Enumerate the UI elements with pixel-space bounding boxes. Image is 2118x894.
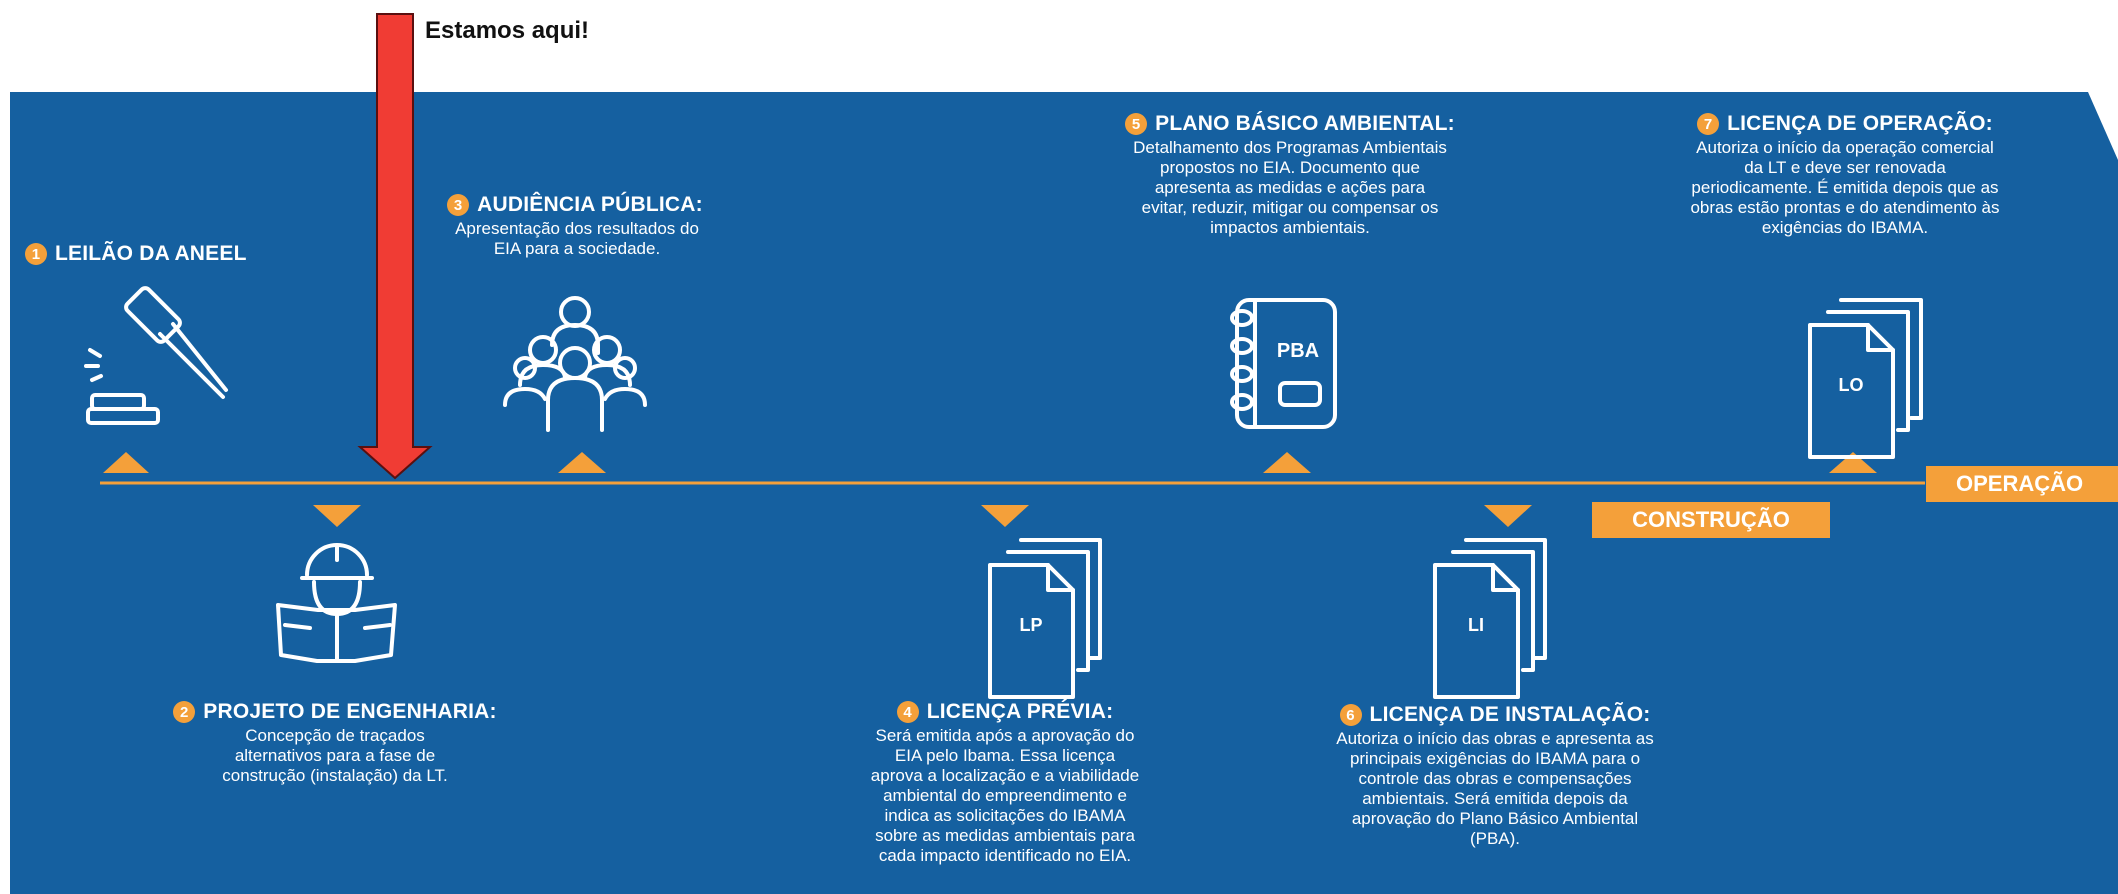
engineer-icon — [276, 543, 397, 663]
step-7-title: 7 LICENÇA DE OPERAÇÃO: — [1680, 112, 2010, 136]
step-1-number: 1 — [25, 243, 47, 265]
pba-icon-label: PBA — [1276, 340, 1320, 362]
step-3: 3 AUDIÊNCIA PÚBLICA: Apresentação dos re… — [430, 193, 720, 259]
you-are-here-label: Estamos aqui! — [425, 17, 590, 44]
step-4-title-text: LICENÇA PRÉVIA: — [926, 700, 1114, 723]
step-6-description: Autoriza o início das obras e apresenta … — [1336, 729, 1654, 848]
operation-phase-label: OPERAÇÃO — [1926, 466, 2118, 502]
step-5-number: 5 — [1125, 113, 1148, 135]
step-6-title-text: LICENÇA DE INSTALAÇÃO: — [1369, 703, 1651, 726]
step-1-title: 1 LEILÃO DA ANEEL — [25, 242, 265, 266]
step-2: 2 PROJETO DE ENGENHARIA: Concepção de tr… — [150, 700, 520, 786]
lp-icon-label: LP — [1019, 615, 1043, 635]
lp-document-icon — [988, 538, 1102, 699]
step-5-title-text: PLANO BÁSICO AMBIENTAL: — [1155, 112, 1455, 135]
lo-document-icon — [1808, 298, 1923, 459]
step-4: 4 LICENÇA PRÉVIA: Será emitida após a ap… — [870, 700, 1140, 866]
step-6-number: 6 — [1339, 704, 1362, 726]
step-6-title: 6 LICENÇA DE INSTALAÇÃO: — [1315, 703, 1675, 727]
audience-icon — [503, 296, 647, 432]
step-2-number: 2 — [173, 701, 196, 723]
marker-step-1 — [103, 452, 149, 473]
step-3-title: 3 AUDIÊNCIA PÚBLICA: — [430, 193, 720, 217]
pba-notebook-icon — [1230, 298, 1337, 429]
step-7-description: Autoriza o início da operação comercial … — [1690, 138, 2000, 237]
step-4-description: Será emitida após a aprovação do EIA pel… — [870, 726, 1140, 865]
li-icon-label: LI — [1468, 615, 1484, 635]
step-6: 6 LICENÇA DE INSTALAÇÃO: Autoriza o iníc… — [1315, 703, 1675, 849]
step-7-title-text: LICENÇA DE OPERAÇÃO: — [1727, 112, 1993, 135]
marker-step-5 — [1263, 452, 1311, 473]
step-5-title: 5 PLANO BÁSICO AMBIENTAL: — [1120, 112, 1460, 136]
step-3-title-text: AUDIÊNCIA PÚBLICA: — [477, 193, 703, 216]
step-7-number: 7 — [1697, 113, 1720, 135]
step-1-title-text: LEILÃO DA ANEEL — [55, 242, 247, 265]
construction-phase-label: CONSTRUÇÃO — [1592, 502, 1830, 538]
step-7: 7 LICENÇA DE OPERAÇÃO: Autoriza o início… — [1680, 112, 2010, 238]
step-5: 5 PLANO BÁSICO AMBIENTAL: Detalhamento d… — [1120, 112, 1460, 238]
lo-icon-label: LO — [1838, 375, 1864, 395]
step-2-description: Concepção de traçados alternativos para … — [222, 726, 448, 785]
step-2-title-text: PROJETO DE ENGENHARIA: — [203, 700, 497, 723]
li-document-icon — [1433, 538, 1547, 699]
marker-step-6 — [1484, 505, 1532, 527]
marker-step-2 — [313, 505, 361, 527]
step-1: 1 LEILÃO DA ANEEL — [25, 242, 265, 266]
step-3-number: 3 — [447, 194, 470, 216]
gavel-icon — [84, 286, 228, 425]
step-4-title: 4 LICENÇA PRÉVIA: — [870, 700, 1140, 724]
step-3-description: Apresentação dos resultados do EIA para … — [455, 219, 699, 258]
marker-step-3 — [558, 452, 606, 473]
step-5-description: Detalhamento dos Programas Ambientais pr… — [1133, 138, 1447, 237]
marker-step-7 — [1829, 452, 1877, 473]
step-2-title: 2 PROJETO DE ENGENHARIA: — [150, 700, 520, 724]
marker-step-4 — [981, 505, 1029, 527]
step-4-number: 4 — [896, 701, 919, 723]
